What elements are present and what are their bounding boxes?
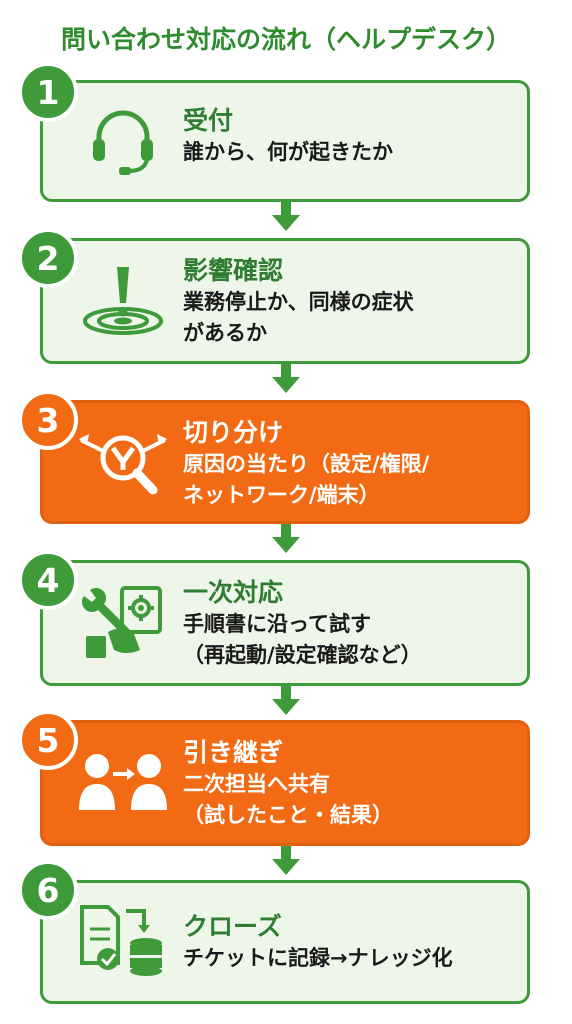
step-number-badge-6: 6 [18, 860, 78, 920]
step-description: 誰から、何が起きたか [183, 140, 393, 164]
step-card-3: 切り分け 原因の当たり（設定/権限/ ネットワーク/端末） [40, 400, 530, 524]
document-database-icon [75, 903, 171, 983]
step-card-1: 受付 誰から、何が起きたか [40, 80, 530, 202]
step-heading: 切り分け [183, 418, 284, 447]
step-description: 二次担当へ共有 [183, 772, 330, 796]
arrow-down-icon [272, 524, 300, 553]
arrow-down-icon [272, 364, 300, 393]
step-description: 原因の当たり（設定/権限/ [183, 452, 430, 476]
headset-icon [75, 101, 171, 181]
step-description: ネットワーク/端末） [183, 483, 380, 507]
step-number-badge-4: 4 [18, 550, 78, 610]
step-card-4: 一次対応 手順書に沿って試す （再起動/設定確認など） [40, 560, 530, 686]
step-description: （試したこと・結果） [183, 803, 393, 827]
impact-warning-icon [75, 261, 171, 341]
step-heading: 一次対応 [183, 578, 284, 607]
step-description: （再起動/設定確認など） [183, 643, 422, 667]
arrow-down-icon [272, 846, 300, 875]
page-title: 問い合わせ対応の流れ（ヘルプデスク） [60, 25, 511, 54]
step-heading: 引き継ぎ [183, 738, 284, 767]
step-number-badge-2: 2 [18, 228, 78, 288]
diagnose-magnifier-icon [75, 421, 171, 501]
step-description: チケットに記録→ナレッジ化 [183, 946, 453, 970]
step-number-badge-3: 3 [18, 390, 78, 450]
wrench-settings-icon [75, 583, 171, 663]
arrow-down-icon [272, 686, 300, 715]
step-number-badge-1: 1 [18, 62, 78, 122]
step-description: 業務停止か、同様の症状 [183, 290, 414, 314]
step-number-badge-5: 5 [18, 710, 78, 770]
step-description: 手順書に沿って試す [183, 612, 371, 636]
arrow-down-icon [272, 202, 300, 231]
step-heading: 影響確認 [183, 256, 284, 285]
step-card-6: クローズ チケットに記録→ナレッジ化 [40, 880, 530, 1004]
step-heading: 受付 [183, 106, 234, 135]
handover-people-icon [75, 743, 171, 823]
step-card-5: 引き継ぎ 二次担当へ共有 （試したこと・結果） [40, 720, 530, 846]
step-card-2: 影響確認 業務停止か、同様の症状 があるか [40, 238, 530, 364]
step-description: があるか [183, 321, 267, 345]
step-heading: クローズ [183, 912, 282, 941]
